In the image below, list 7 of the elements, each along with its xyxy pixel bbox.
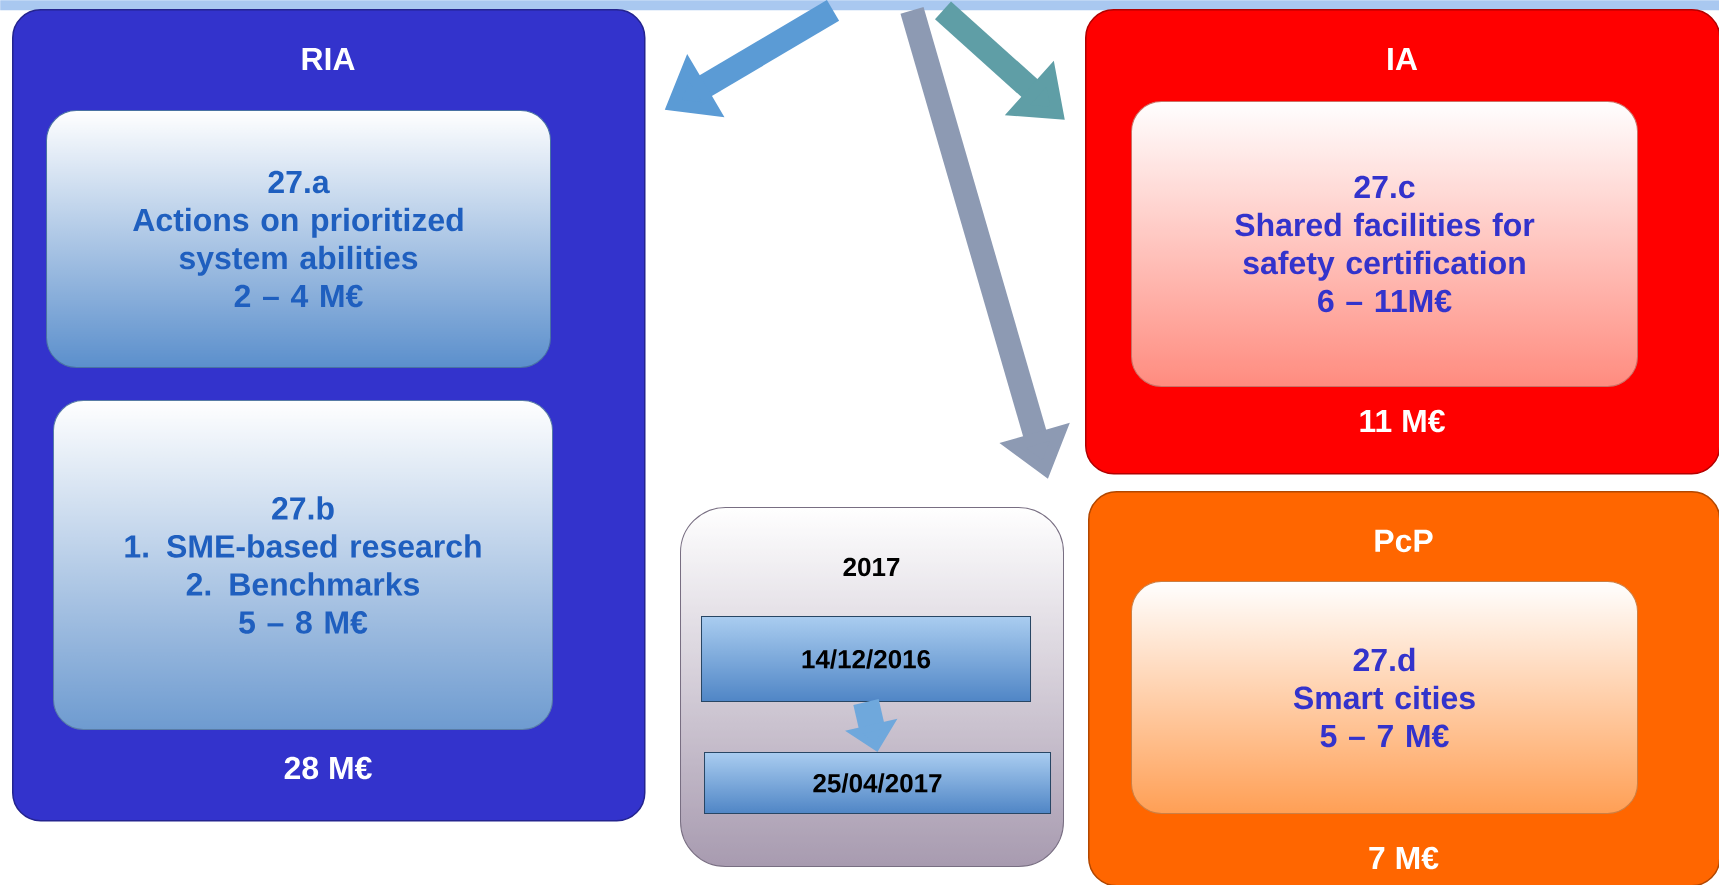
- subtopic-box: 27.c Shared facilities for safety certification 6 – 11M€: [1131, 101, 1638, 387]
- subtopic-box: 27.a Actions on prioritized system abilities 2 – 4 M€: [46, 110, 551, 368]
- date-box: 25/04/2017: [704, 752, 1051, 814]
- top-bar: [0, 0, 1719, 11]
- subtopic-box: 27.b 1. SME-based research 2. Benchmarks 5 – 8 M€: [53, 400, 553, 730]
- date-box: 14/12/2016: [701, 616, 1031, 702]
- subtopic-box: 27.d Smart cities 5 – 7 M€: [1131, 581, 1638, 814]
